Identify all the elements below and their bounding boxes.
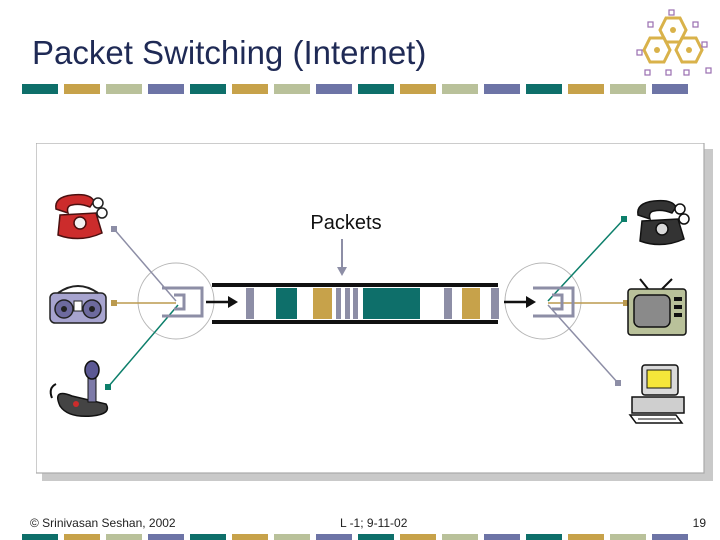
packet: [276, 288, 297, 319]
footer-author: © Srinivasan Seshan, 2002: [30, 516, 176, 530]
footer-lecture: L -1; 9-11-02: [340, 516, 408, 530]
telephone-icon: [637, 199, 690, 246]
network-logo-icon: [636, 9, 712, 76]
telephone-icon: [55, 193, 108, 240]
packet: [336, 288, 341, 319]
top-color-bar: [22, 84, 688, 94]
bottom-color-bar: [22, 534, 688, 540]
packet: [363, 288, 420, 319]
packet: [313, 288, 332, 319]
packet: [246, 288, 254, 319]
television-icon: [627, 278, 687, 336]
boombox-icon: [49, 285, 107, 324]
slide-title: Packet Switching (Internet): [32, 34, 427, 71]
packet: [462, 288, 480, 319]
packets-label: Packets: [310, 212, 381, 234]
packet: [444, 288, 452, 319]
computer-icon: [628, 364, 685, 424]
joystick-icon: [49, 360, 109, 418]
packet: [345, 288, 350, 319]
packet-switching-diagram: Packets: [36, 143, 713, 481]
page-number: 19: [692, 516, 706, 530]
packet: [491, 288, 499, 319]
packet: [353, 288, 358, 319]
